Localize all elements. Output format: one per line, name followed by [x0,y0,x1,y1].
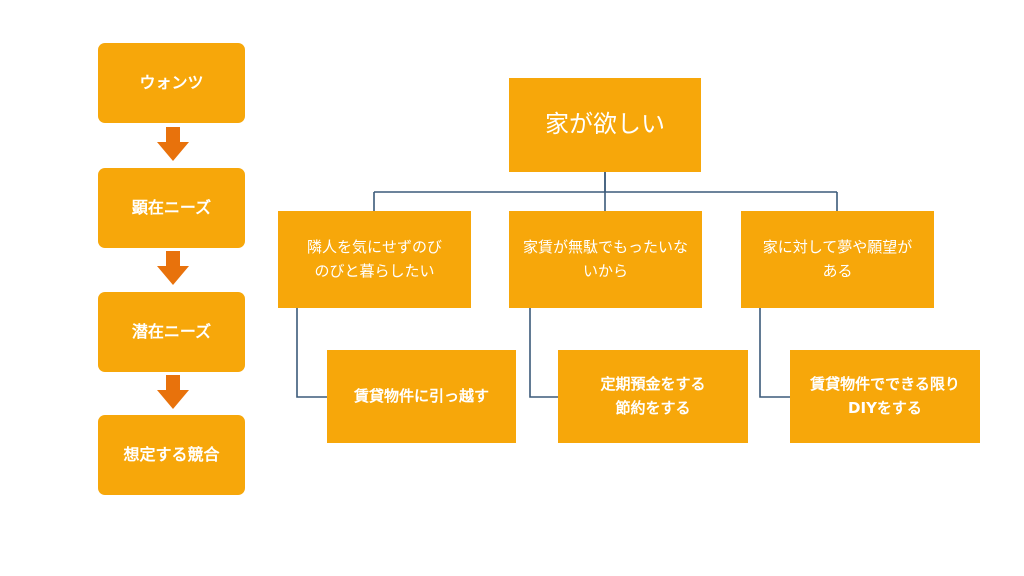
elbow-1 [296,308,327,398]
down-arrow-icon [157,251,189,285]
flow-step-label: 想定する競合 [123,444,220,464]
flow-step-label: ウォンツ [139,72,204,92]
flow-step-wants: ウォンツ [98,43,245,123]
reason-node-1: 隣人を気にせずのび のびと暮らしたい [278,211,471,308]
root-node: 家が欲しい [509,78,701,172]
flow-step-latent-needs: 潜在ニーズ [98,292,245,372]
reason-text: いから [582,261,628,280]
action-text: 節約をする [615,398,691,417]
action-text: DIYをする [848,398,922,417]
reason-text: ある [822,261,853,280]
flow-step-competitors: 想定する競合 [98,415,245,495]
down-arrow-icon [157,375,189,409]
reason-text: 隣人を気にせずのび [306,238,442,257]
flow-step-explicit-needs: 顕在ニーズ [98,168,245,248]
action-text: 定期預金をする [600,375,706,394]
action-node-1: 賃貸物件に引っ越す [327,350,516,443]
elbow-3 [759,308,790,398]
down-arrow-icon [157,127,189,161]
action-text: 賃貸物件に引っ越す [353,386,489,405]
reason-text: のびと暮らしたい [314,261,435,280]
flow-step-label: 潜在ニーズ [131,321,212,341]
reason-text: 家に対して夢や願望が [762,238,913,257]
reason-text: 家賃が無駄でもったいな [522,238,688,257]
action-text: 賃貸物件でできる限り [810,375,960,394]
root-label: 家が欲しい [545,110,665,139]
action-node-3: 賃貸物件でできる限り DIYをする [790,350,980,443]
flow-step-label: 顕在ニーズ [131,197,212,217]
elbow-2 [529,308,558,398]
reason-node-3: 家に対して夢や願望が ある [741,211,934,308]
reason-node-2: 家賃が無駄でもったいな いから [509,211,702,308]
action-node-2: 定期預金をする 節約をする [558,350,748,443]
